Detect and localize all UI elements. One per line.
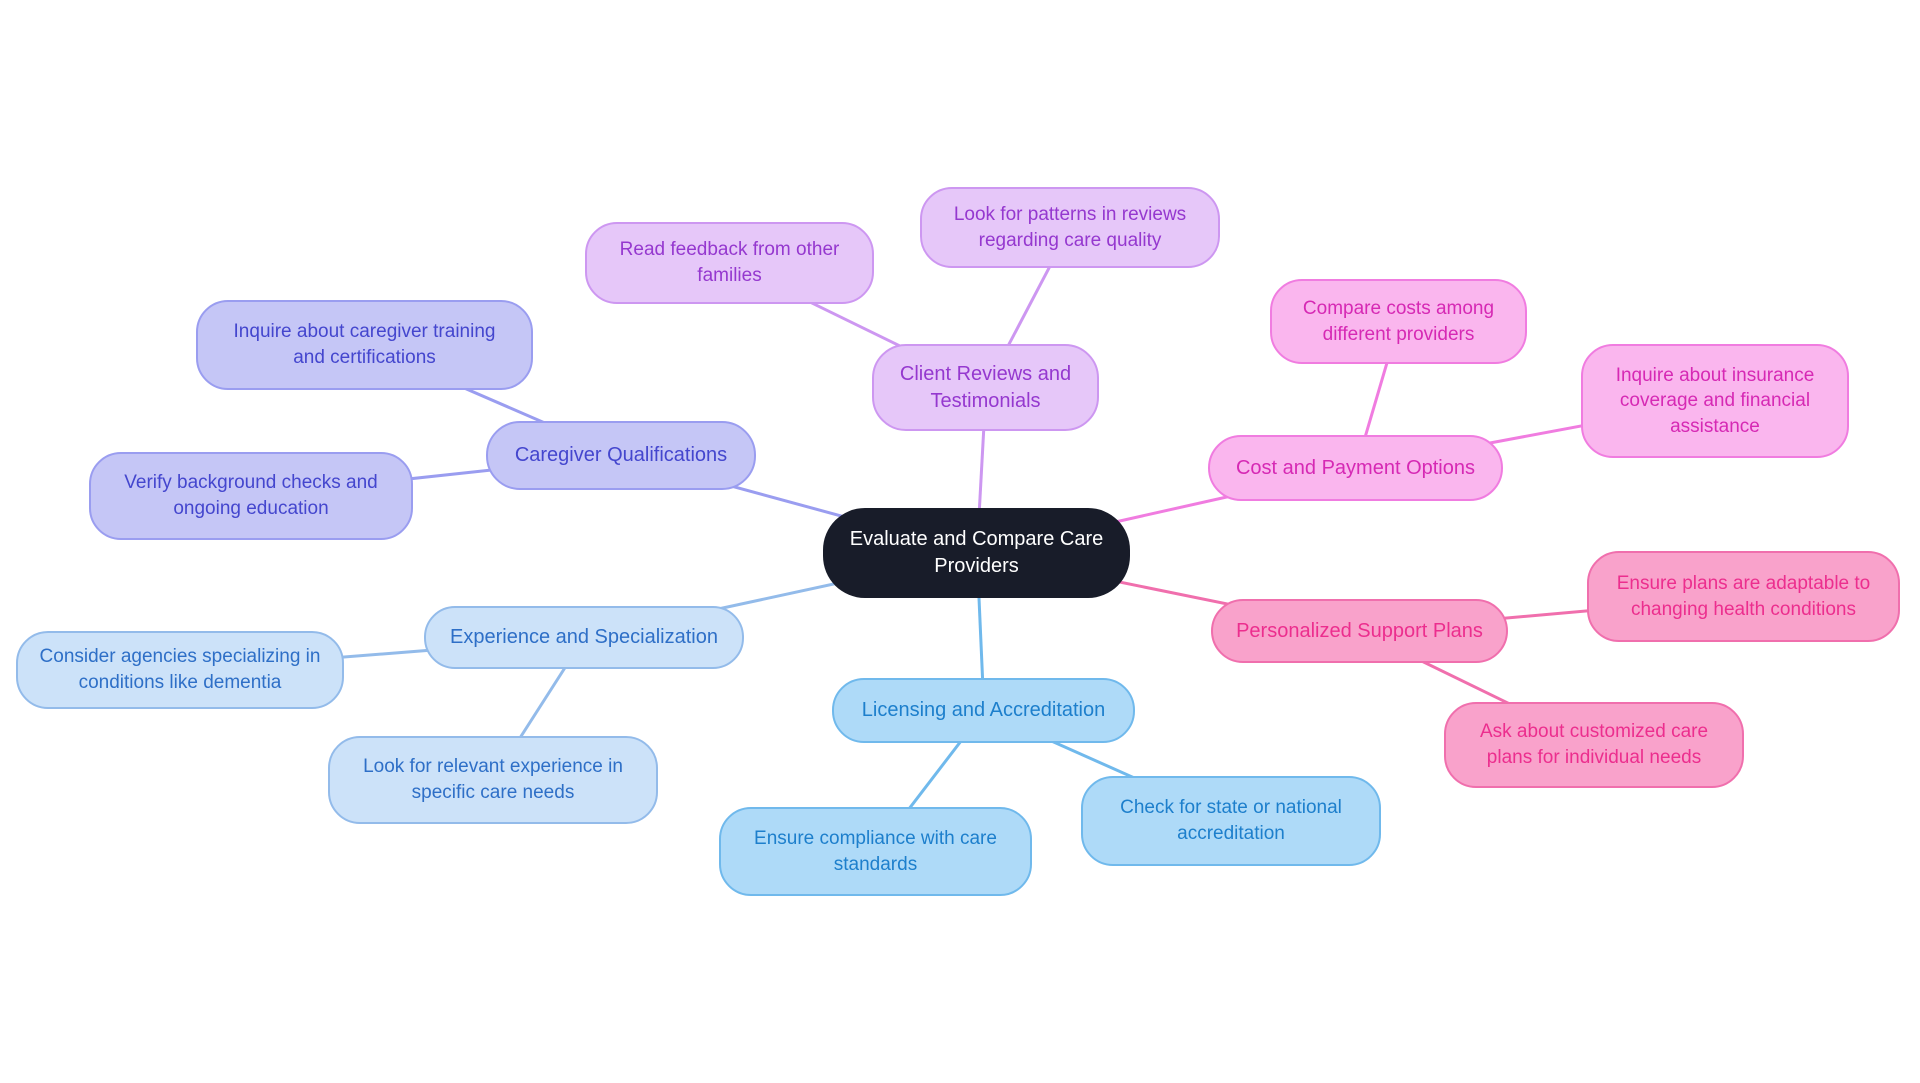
branch-node-caregiver-qualifications[interactable]: Caregiver Qualifications (486, 421, 756, 490)
node-label: Ask about customized care plans for indi… (1479, 721, 1709, 768)
node-label: Look for patterns in reviews regarding c… (953, 203, 1187, 251)
child-node-inquire-caregiver-training[interactable]: Inquire about caregiver training and cer… (196, 300, 533, 390)
child-node-relevant-care-experience[interactable]: Look for relevant experience in specific… (328, 736, 658, 824)
node-label: Check for state or national accreditatio… (1120, 797, 1342, 844)
node-label: Ensure compliance with care standards (754, 827, 997, 875)
node-label: Read feedback from other families (619, 239, 840, 286)
node-label: Look for relevant experience in specific… (363, 756, 623, 803)
branch-node-client-reviews-testimonials[interactable]: Client Reviews and Testimonials (872, 344, 1099, 431)
node-label: Consider agencies specializing in condit… (39, 646, 321, 693)
node-label: Personalized Support Plans (1236, 619, 1483, 642)
node-label: Licensing and Accreditation (861, 699, 1106, 721)
child-node-state-national-accreditation[interactable]: Check for state or national accreditatio… (1081, 776, 1381, 866)
node-label: Compare costs among different providers (1302, 297, 1495, 345)
child-node-insurance-coverage-assistance[interactable]: Inquire about insurance coverage and fin… (1581, 344, 1849, 458)
child-node-read-feedback-families[interactable]: Read feedback from other families (585, 222, 874, 304)
child-node-review-patterns-care-quality[interactable]: Look for patterns in reviews regarding c… (920, 187, 1220, 268)
child-node-customized-care-plans[interactable]: Ask about customized care plans for indi… (1444, 702, 1744, 788)
branch-node-personalized-support-plans[interactable]: Personalized Support Plans (1211, 599, 1508, 663)
branch-node-licensing-accreditation[interactable]: Licensing and Accreditation (832, 678, 1135, 743)
center-node-label: Evaluate and Compare Care Providers (849, 528, 1104, 577)
node-label: Ensure plans are adaptable to changing h… (1616, 572, 1871, 620)
child-node-dementia-specialized-agencies[interactable]: Consider agencies specializing in condit… (16, 631, 344, 709)
branch-node-cost-payment-options[interactable]: Cost and Payment Options (1208, 435, 1503, 501)
node-label: Cost and Payment Options (1235, 456, 1475, 479)
child-node-verify-background-checks[interactable]: Verify background checks and ongoing edu… (89, 452, 413, 540)
node-label: Client Reviews and Testimonials (899, 362, 1072, 412)
child-node-compare-provider-costs[interactable]: Compare costs among different providers (1270, 279, 1527, 364)
child-node-care-standards-compliance[interactable]: Ensure compliance with care standards (719, 807, 1032, 896)
node-label: Caregiver Qualifications (514, 444, 728, 466)
center-node[interactable]: Evaluate and Compare Care Providers (823, 508, 1130, 598)
child-node-adaptable-care-plans[interactable]: Ensure plans are adaptable to changing h… (1587, 551, 1900, 642)
branch-node-experience-specialization[interactable]: Experience and Specialization (424, 606, 744, 669)
node-label: Inquire about insurance coverage and fin… (1615, 364, 1815, 437)
node-label: Verify background checks and ongoing edu… (124, 472, 378, 519)
node-label: Inquire about caregiver training and cer… (233, 321, 496, 368)
node-label: Experience and Specialization (450, 626, 718, 648)
